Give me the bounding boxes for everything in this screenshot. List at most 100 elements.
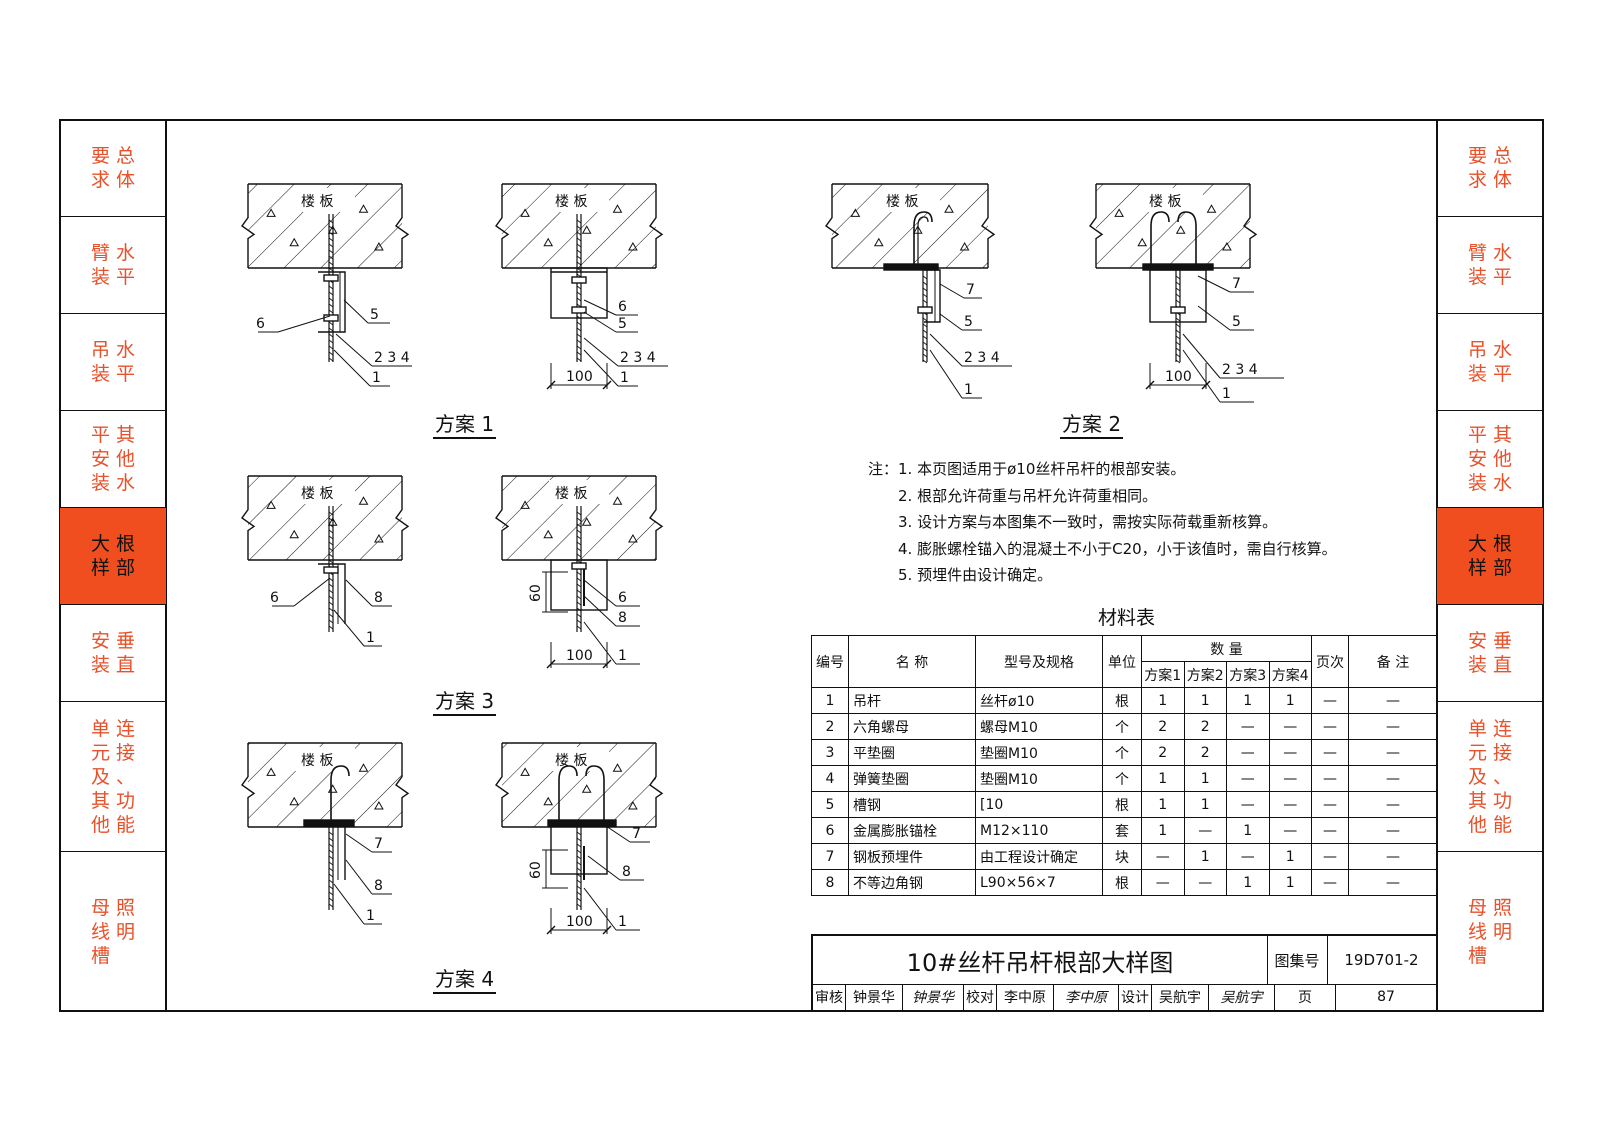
cell-spec: 螺母M10 — [975, 713, 1103, 740]
slab-label: 楼 板 — [555, 753, 587, 769]
cell-unit: 根 — [1102, 791, 1142, 818]
slab-label: 楼 板 — [301, 486, 333, 502]
cell-qty-3: 1 — [1226, 869, 1270, 896]
cell-no: 1 — [811, 687, 849, 714]
slab-label: 楼 板 — [301, 194, 333, 210]
tab-text-column: 照明 — [1493, 896, 1513, 943]
label-5: 5 — [370, 307, 379, 323]
cell-page: — — [1311, 817, 1349, 844]
reviewer-name: 钟景华 — [846, 984, 903, 1010]
cell-remark: — — [1348, 817, 1438, 844]
label-7b: 7 — [1232, 276, 1241, 292]
cell-qty-1: 2 — [1141, 713, 1185, 740]
cell-qty-2: 2 — [1183, 739, 1227, 766]
cell-qty-1: — — [1141, 843, 1185, 870]
cell-qty-4: — — [1268, 791, 1312, 818]
cell-unit: 套 — [1102, 817, 1142, 844]
label-1d: 1 — [1222, 386, 1231, 402]
cell-qty-4: 1 — [1268, 869, 1312, 896]
tab-text-column: 吊装 — [1467, 339, 1487, 385]
cell-page: — — [1311, 765, 1349, 792]
cell-unit: 根 — [1102, 687, 1142, 714]
label-1e: 1 — [366, 630, 375, 646]
label-1f: 1 — [618, 648, 627, 664]
cell-qty-1: 1 — [1141, 791, 1185, 818]
cell-qty-3: — — [1226, 765, 1270, 792]
cell-remark: — — [1348, 843, 1438, 870]
left-tab-4[interactable]: 其他水平安装 — [60, 411, 166, 508]
left-side-tabs: 总体要求水平臂装水平吊装其他水平安装根部大样垂直安装连接、功能单元及其他照明母线… — [60, 120, 166, 1011]
cell-page: — — [1311, 687, 1349, 714]
col-header-plan-2: 方案2 — [1183, 661, 1227, 688]
cell-no: 6 — [811, 817, 849, 844]
cell-remark: — — [1348, 791, 1438, 818]
cell-qty-3: — — [1226, 791, 1270, 818]
reviewer-signature: 钟景华 — [903, 984, 964, 1010]
tab-text-column: 总体 — [1493, 145, 1513, 191]
page-number: 87 — [1377, 989, 1395, 1005]
cell-qty-4: — — [1268, 765, 1312, 792]
cell-spec: 垫圈M10 — [975, 765, 1103, 792]
tab-text-column: 母线槽 — [90, 896, 110, 967]
check-label: 校对 — [964, 984, 997, 1010]
right-tab-2[interactable]: 水平臂装 — [1437, 217, 1543, 314]
cell-name: 弹簧垫圈 — [848, 765, 976, 792]
col-header-page: 页次 — [1311, 635, 1349, 688]
dimension-60: 60 — [528, 861, 544, 879]
tab-text-column: 大样 — [1467, 533, 1487, 579]
label-234: 2 3 4 — [374, 350, 410, 366]
materials-title: 材料表 — [1098, 607, 1156, 629]
left-tab-1[interactable]: 总体要求 — [60, 120, 166, 217]
cell-qty-3: — — [1226, 843, 1270, 870]
right-tab-1[interactable]: 总体要求 — [1437, 120, 1543, 217]
label-8: 8 — [374, 590, 383, 606]
label-234b: 2 3 4 — [620, 350, 656, 366]
left-tab-6[interactable]: 垂直安装 — [60, 605, 166, 702]
cell-name: 吊杆 — [848, 687, 976, 714]
left-tab-8[interactable]: 照明母线槽 — [60, 852, 166, 1011]
left-tab-7[interactable]: 连接、功能单元及其他 — [60, 702, 166, 852]
label-234d: 2 3 4 — [1222, 362, 1258, 378]
slab-scheme1-a — [241, 183, 410, 269]
label-1: 1 — [372, 370, 381, 386]
notes-prefix: 注： — [868, 460, 899, 478]
slab-label: 楼 板 — [1149, 194, 1181, 210]
right-tab-7[interactable]: 连接、功能单元及其他 — [1437, 702, 1543, 852]
dimension-60: 60 — [528, 584, 544, 602]
materials-table: 编号 名 称 型号及规格 单位 数 量 页次 备 注 方案1 方案2 方案3 方… — [811, 635, 1438, 896]
label-1c: 1 — [964, 382, 973, 398]
note-4: 4. 膨胀螺栓锚入的混凝土不小于C20，小于该值时，需自行核算。 — [898, 539, 1337, 558]
left-tab-5[interactable]: 根部大样 — [60, 508, 166, 605]
checker-signature: 李中原 — [1054, 984, 1119, 1010]
tab-text-column: 总体 — [116, 145, 136, 191]
cell-name: 槽钢 — [848, 791, 976, 818]
tab-text-column: 其他水 — [1493, 424, 1513, 494]
cell-no: 7 — [811, 843, 849, 870]
right-tab-6[interactable]: 垂直安装 — [1437, 605, 1543, 702]
label-1g: 1 — [366, 908, 375, 924]
cell-unit: 个 — [1102, 739, 1142, 766]
cell-qty-2: — — [1183, 869, 1227, 896]
designer-name: 吴航宇 — [1152, 984, 1209, 1010]
slab-scheme3-b — [495, 475, 664, 561]
drawing-title: 10#丝杆吊杆根部大样图 — [906, 948, 1174, 977]
left-tab-2[interactable]: 水平臂装 — [60, 217, 166, 314]
right-tab-5[interactable]: 根部大样 — [1437, 508, 1543, 605]
cell-unit: 根 — [1102, 869, 1142, 896]
right-tab-8[interactable]: 照明母线槽 — [1437, 852, 1543, 1011]
tab-text-column: 连接、功能 — [116, 717, 136, 836]
tab-text-column: 垂直 — [116, 630, 136, 676]
right-tab-3[interactable]: 水平吊装 — [1437, 314, 1543, 411]
cell-page: — — [1311, 739, 1349, 766]
tab-text-column: 根部 — [116, 533, 136, 579]
tab-text-column: 吊装 — [90, 339, 110, 385]
label-234c: 2 3 4 — [964, 350, 1000, 366]
scheme-1-caption: 方案 1 — [433, 408, 497, 439]
label-7d: 7 — [632, 826, 641, 842]
right-tab-4[interactable]: 其他水平安装 — [1437, 411, 1543, 508]
left-tab-3[interactable]: 水平吊装 — [60, 314, 166, 411]
tab-text-column: 大样 — [90, 533, 110, 579]
